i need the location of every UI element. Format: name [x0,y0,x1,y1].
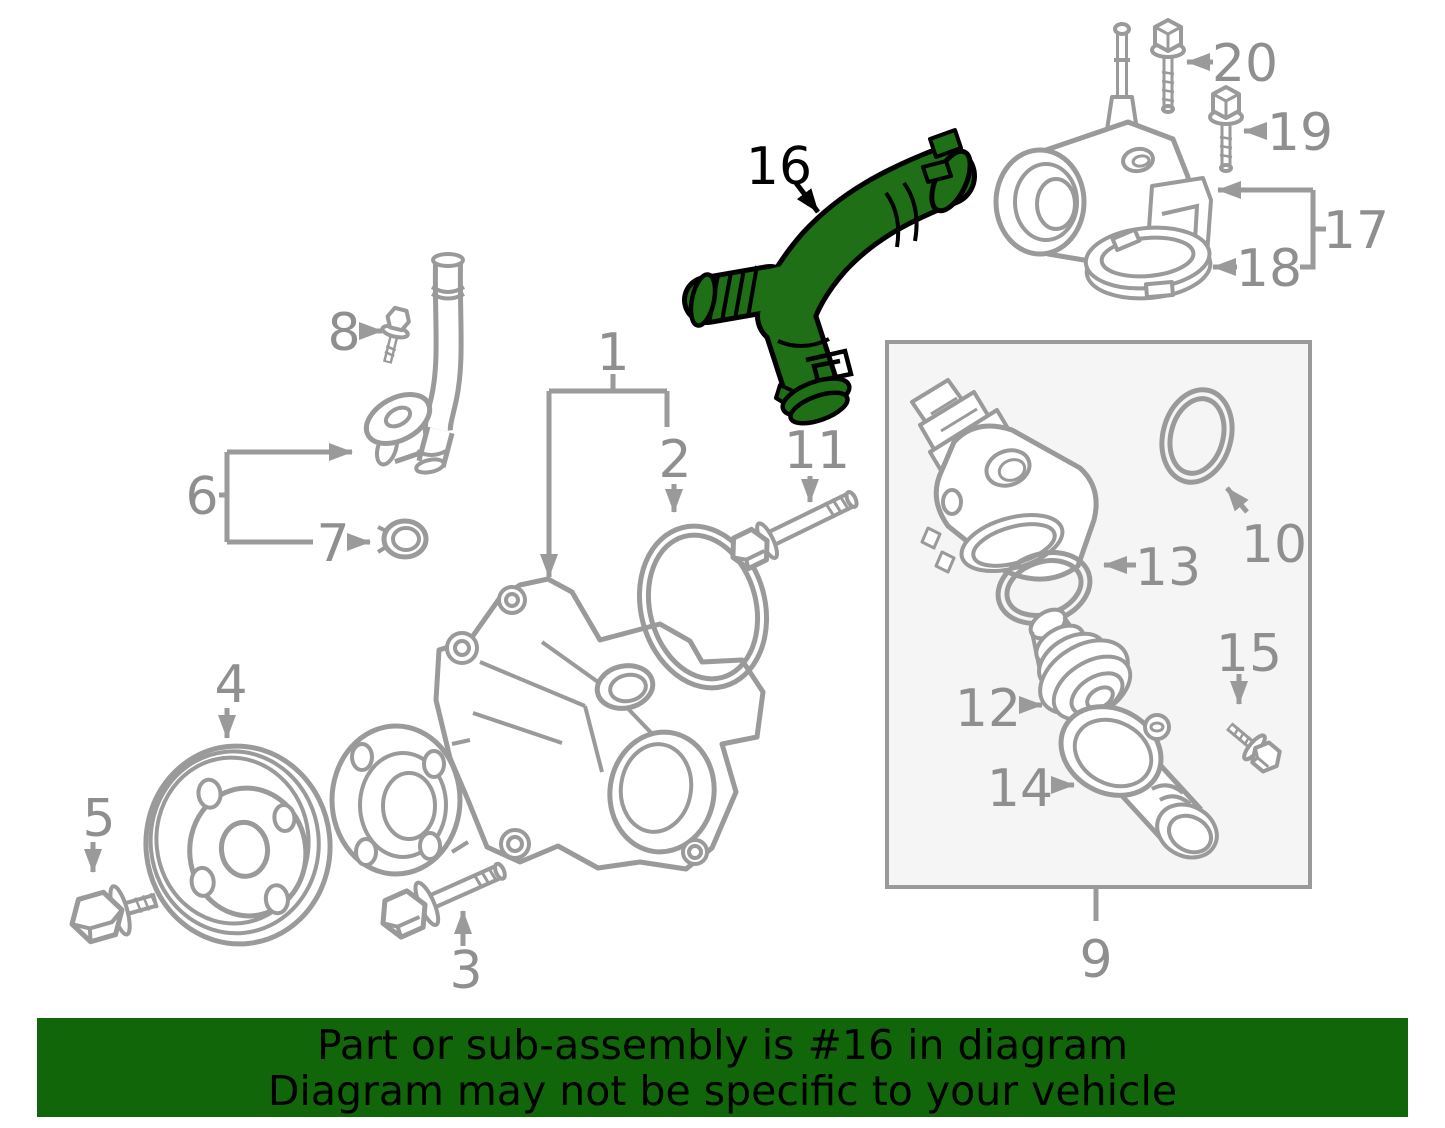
part-label-13: 13 [1135,538,1201,598]
part-label-10: 10 [1241,515,1307,575]
part-label-20: 20 [1212,34,1278,94]
part-label-11: 11 [784,421,850,481]
banner-line-1: Part or sub-assembly is #16 in diagram [316,1020,1129,1069]
highlight-banner: Part or sub-assembly is #16 in diagram D… [37,1018,1408,1117]
part-label-14: 14 [987,759,1053,819]
part-label-19: 19 [1267,103,1333,163]
part-15-bolt [1226,722,1282,774]
part-label-8: 8 [327,303,360,363]
banner-line-2: Diagram may not be specific to your vehi… [267,1066,1178,1115]
part-8-bolt [380,305,411,364]
part-12-thermostat [1028,607,1133,722]
part-label-4: 4 [214,655,247,715]
part-5-bolt [69,884,159,945]
part-19-bolt [1208,85,1244,173]
part-1-water-pump [329,576,766,877]
part-18-gasket [1083,225,1213,301]
part-14-water-outlet [1058,704,1219,860]
part-label-7: 7 [316,514,349,574]
part-20-bolt [1150,18,1186,114]
part-4-pulley [143,743,333,947]
part-11-bolt [730,490,859,572]
part-label-5: 5 [82,789,115,849]
part-2-o-ring [636,523,770,691]
leader-lines [84,53,1326,946]
part-16-coolant-outlet-tube-highlighted [682,128,977,426]
part-label-3: 3 [449,941,482,1001]
part-label-17: 17 [1323,201,1389,261]
part-label-12: 12 [955,679,1021,739]
part-6-water-bypass-tube [363,252,466,475]
part-3-bolt [380,861,507,940]
part-label-6: 6 [185,467,218,527]
part-label-2: 2 [658,430,691,490]
part-label-1: 1 [596,323,629,383]
part-10-o-ring [1159,387,1235,485]
part-label-15: 15 [1216,624,1282,684]
part-7-hose-clamp [376,518,429,560]
part-label-18: 18 [1236,239,1302,299]
part-label-9: 9 [1079,930,1112,990]
part-label-16-highlighted: 16 [746,137,812,197]
